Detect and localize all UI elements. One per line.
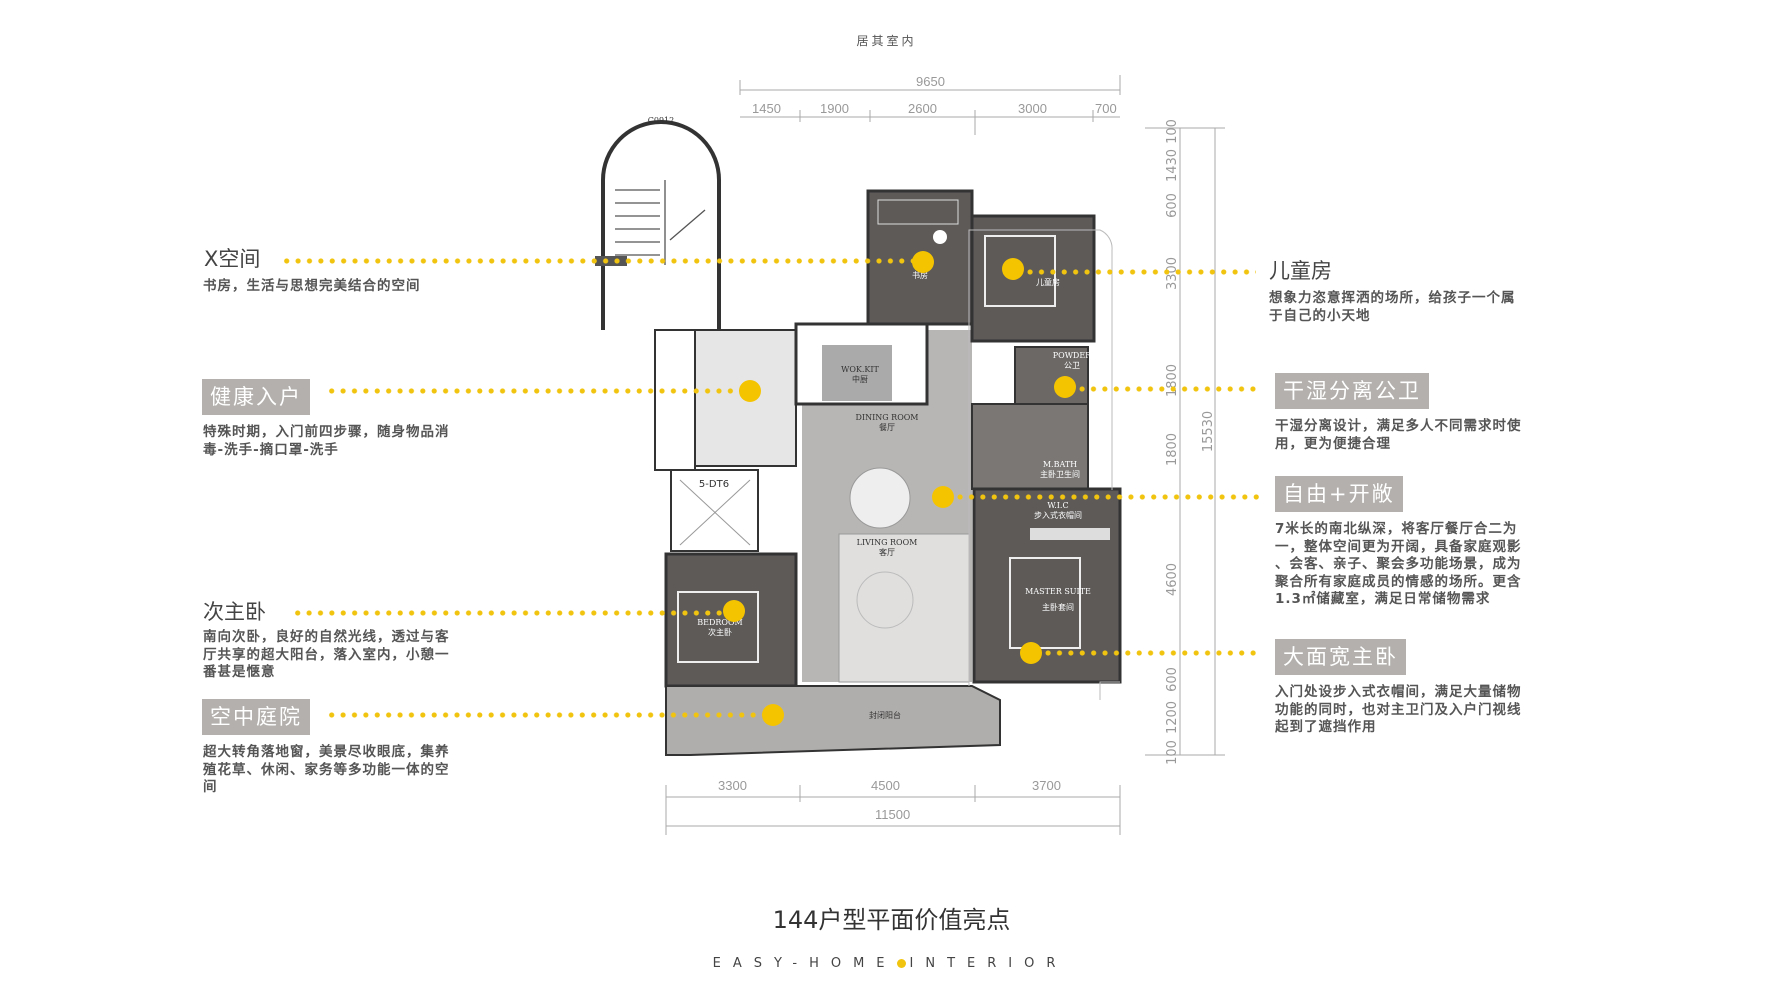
elevator-label: 5-DT6 (699, 479, 729, 490)
svg-text:WOK.KIT: WOK.KIT (841, 365, 879, 374)
open-space-title: 自由+开敞 (1275, 476, 1403, 512)
x-space-desc: 书房，生活与思想完美结合的空间 (203, 278, 421, 294)
study (866, 189, 974, 326)
marker-sky-garden (762, 704, 784, 726)
svg-text:书房: 书房 (912, 270, 928, 280)
living-room-sofa (838, 533, 970, 683)
svg-text:POWDER: POWDER (1053, 351, 1092, 360)
stair-tower (595, 120, 721, 330)
elevator (670, 469, 759, 552)
leader-second-master (292, 610, 734, 616)
marker-x-space (912, 251, 934, 273)
window-label: C0912 (648, 116, 674, 125)
svg-text:DINING ROOM: DINING ROOM (856, 413, 919, 422)
svg-text:M.BATH: M.BATH (1043, 460, 1077, 469)
svg-text:主卧套间: 主卧套间 (1042, 602, 1074, 612)
kids-room-desc: 想象力恣意挥洒的场所，给孩子一个属于自己的小天地 (1269, 290, 1516, 324)
dim-top-total: 9650 (916, 74, 945, 89)
marker-kids-room (1002, 258, 1024, 280)
leader-open-space (943, 494, 1264, 500)
svg-text:封闭阳台: 封闭阳台 (869, 710, 901, 720)
svg-text:LIVING ROOM: LIVING ROOM (857, 538, 918, 547)
kids-room-title: 儿童房 (1269, 259, 1332, 283)
dim-top-seg: 1450 (752, 101, 781, 116)
page-title: 144户型平面价值亮点 (772, 906, 1011, 934)
leader-dry-wet-bath (1065, 386, 1256, 392)
dry-wet-bath-title: 干湿分离公卫 (1275, 373, 1429, 409)
brand-dot-icon (896, 959, 906, 968)
second-master-desc: 南向次卧，良好的自然光线，透过与客厅共享的超大阳台，落入室内，小憩一番甚是惬意 (203, 629, 450, 680)
dim-right-total: 15530 (1201, 410, 1217, 453)
dim-bottom-seg: 4500 (871, 778, 900, 793)
marker-second-master (723, 600, 745, 622)
wide-master-title: 大面宽主卧 (1275, 639, 1406, 675)
dim-right-seg: 4600 (1165, 562, 1181, 597)
leader-wide-master (1031, 650, 1256, 656)
dim-right-seg: 600 (1164, 193, 1180, 218)
svg-text:客厅: 客厅 (879, 547, 895, 557)
dim-right-seg: 600 (1164, 667, 1180, 692)
dim-bottom-seg: 3700 (1032, 778, 1061, 793)
master-suite (972, 487, 1122, 684)
svg-text:餐厅: 餐厅 (879, 423, 895, 432)
svg-text:步入式衣帽间: 步入式衣帽间 (1034, 510, 1082, 520)
powder-room (1014, 346, 1089, 405)
marker-wide-master (1020, 642, 1042, 664)
enclosed-balcony (665, 685, 1001, 756)
brand-header: 居其室内 (856, 34, 917, 48)
open-space-desc: 7米长的南北纵深，将客厅餐厅合二为一，整体空间更为开阔，具备家庭观影、会客、亲子… (1275, 521, 1522, 607)
leader-healthy-entry (326, 388, 750, 394)
svg-text:儿童房: 儿童房 (1036, 277, 1060, 287)
dim-top-seg: 2600 (908, 101, 937, 116)
dim-top-seg: 700 (1095, 101, 1117, 116)
svg-text:BEDROOM: BEDROOM (697, 618, 742, 627)
leader-x-space (281, 258, 923, 264)
dim-top-seg: 1900 (820, 101, 849, 116)
svg-text:中厨: 中厨 (852, 374, 868, 384)
leader-sky-garden (326, 712, 773, 718)
dim-right-seg: 1800 (1165, 363, 1181, 398)
dim-bottom-total: 11500 (875, 807, 911, 822)
dim-right-seg: 100 (1164, 740, 1180, 765)
svg-text:次主卧: 次主卧 (708, 627, 732, 637)
dim-bottom-seg: 3300 (718, 778, 747, 793)
marker-open-space (932, 486, 954, 508)
dim-top-seg: 3000 (1018, 101, 1047, 116)
leader-kids-room (1013, 269, 1256, 275)
marker-healthy-entry (739, 380, 761, 402)
dim-right-seg: 1800 (1165, 432, 1181, 467)
healthy-entry-title: 健康入户 (202, 379, 310, 415)
dim-right-seg: 1430 (1165, 148, 1181, 183)
master-bath (971, 403, 1089, 490)
dim-right-seg: 100 (1164, 119, 1180, 144)
svg-text:W.I.C: W.I.C (1047, 501, 1068, 510)
dry-wet-bath-desc: 干湿分离设计，满足多人不同需求时使用，更为便捷合理 (1275, 418, 1522, 452)
svg-text:MASTER SUITE: MASTER SUITE (1025, 587, 1091, 596)
dim-right-seg: 1200 (1165, 700, 1181, 735)
svg-text:公卫: 公卫 (1064, 361, 1080, 370)
x-space-title: X空间 (204, 247, 261, 271)
marker-dry-wet-bath (1054, 376, 1076, 398)
sky-garden-title: 空中庭院 (202, 699, 310, 735)
wide-master-desc: 入门处设步入式衣帽间，满足大量储物功能的同时，也对主卫门及入户门视线起到了遮挡作… (1275, 684, 1522, 735)
healthy-entry-desc: 特殊时期，入门前四步骤，随身物品消毒-洗手-摘口罩-洗手 (203, 424, 450, 458)
dining-table (849, 467, 911, 529)
second-master-title: 次主卧 (203, 600, 266, 624)
kids-room (970, 214, 1096, 343)
svg-text:主卧卫生间: 主卧卫生间 (1040, 469, 1080, 479)
sky-garden-desc: 超大转角落地窗，美景尽收眼底，集养殖花草、休闲、家务等多功能一体的空间 (203, 744, 450, 795)
